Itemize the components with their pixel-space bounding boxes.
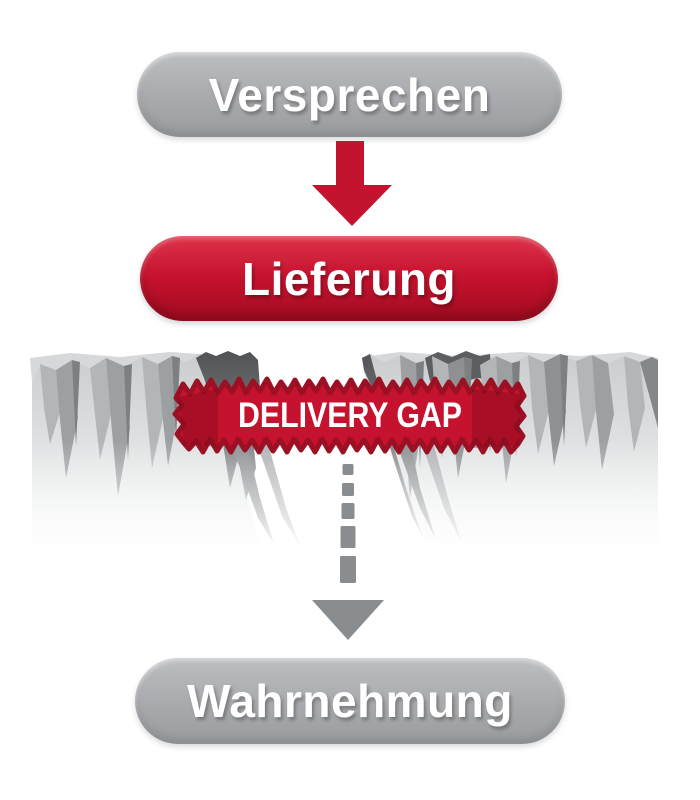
node-delivery: Lieferung	[140, 236, 558, 321]
node-perception-label: Wahrnehmung	[187, 675, 513, 727]
delivery-gap-label: DELIVERY GAP	[238, 396, 462, 435]
canyon-illustration: DELIVERY GAP	[0, 351, 700, 640]
node-delivery-label: Lieferung	[241, 252, 457, 305]
dashed-arrow-head	[312, 600, 384, 640]
node-promise-label: Versprechen	[208, 68, 491, 121]
delivery-gap-banner: DELIVERY GAP	[172, 376, 527, 455]
node-promise: Versprechen	[137, 52, 562, 137]
down-arrow-stem	[336, 141, 364, 186]
down-arrow-head	[312, 185, 392, 226]
node-perception: Wahrnehmung	[135, 658, 565, 744]
dashed-down-arrow-icon	[312, 464, 384, 640]
